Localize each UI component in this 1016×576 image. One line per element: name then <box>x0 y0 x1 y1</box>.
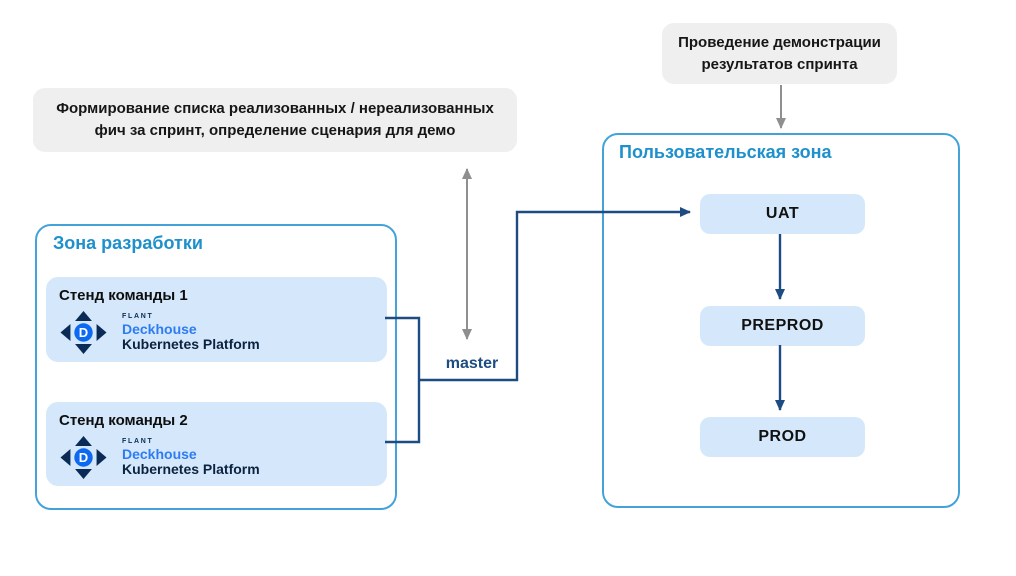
logo-company-label: FLANT <box>122 312 154 320</box>
demo-sprint-box-line2: результатов спринта <box>701 55 858 73</box>
deckhouse-logo-letter: D <box>79 450 88 465</box>
deckhouse-logo: D FLANT Deckhouse Kubernetes Platform <box>60 436 387 479</box>
deckhouse-logo-icon: D <box>60 311 107 354</box>
feature-list-box-line2: фич за спринт, определение сценария для … <box>94 122 456 139</box>
logo-product-label: Deckhouse <box>122 446 197 463</box>
feature-list-box-line1: Формирование списка реализованных / нере… <box>56 100 494 118</box>
env-box-prod: PROD <box>700 417 865 457</box>
master-branch-label: master <box>445 355 499 372</box>
demo-sprint-box-line1: Проведение демонстрации <box>678 33 881 51</box>
dev-zone: Зона разработки Стенд команды 1 D FLANT … <box>35 224 397 510</box>
deckhouse-logo-text: FLANT Deckhouse Kubernetes Platform <box>122 313 260 353</box>
stand-team-2-title: Стенд команды 2 <box>59 412 188 429</box>
demo-sprint-box: Проведение демонстрации результатов спри… <box>662 23 897 84</box>
env-box-uat: UAT <box>700 194 865 234</box>
stand-team-2: Стенд команды 2 D FLANT Deckhouse Kubern… <box>46 402 387 486</box>
deckhouse-logo-icon: D <box>60 436 107 479</box>
deckhouse-logo-text: FLANT Deckhouse Kubernetes Platform <box>122 438 260 478</box>
stand-team-1-title: Стенд команды 1 <box>59 287 188 304</box>
stand-team-1: Стенд команды 1 D FLANT Deckhouse Kubern… <box>46 277 387 362</box>
user-zone-title: Пользовательская зона <box>619 142 832 162</box>
logo-subtitle-label: Kubernetes Platform <box>122 461 260 478</box>
feature-list-box: Формирование списка реализованных / нере… <box>33 88 517 152</box>
user-zone: Пользовательская зона UAT PREPROD PROD <box>602 133 960 508</box>
deckhouse-logo-letter: D <box>79 325 88 340</box>
env-box-preprod: PREPROD <box>700 306 865 346</box>
logo-company-label: FLANT <box>122 437 154 445</box>
logo-product-label: Deckhouse <box>122 321 197 338</box>
logo-subtitle-label: Kubernetes Platform <box>122 336 260 353</box>
dev-zone-title: Зона разработки <box>53 233 203 253</box>
deckhouse-logo: D FLANT Deckhouse Kubernetes Platform <box>60 311 387 354</box>
